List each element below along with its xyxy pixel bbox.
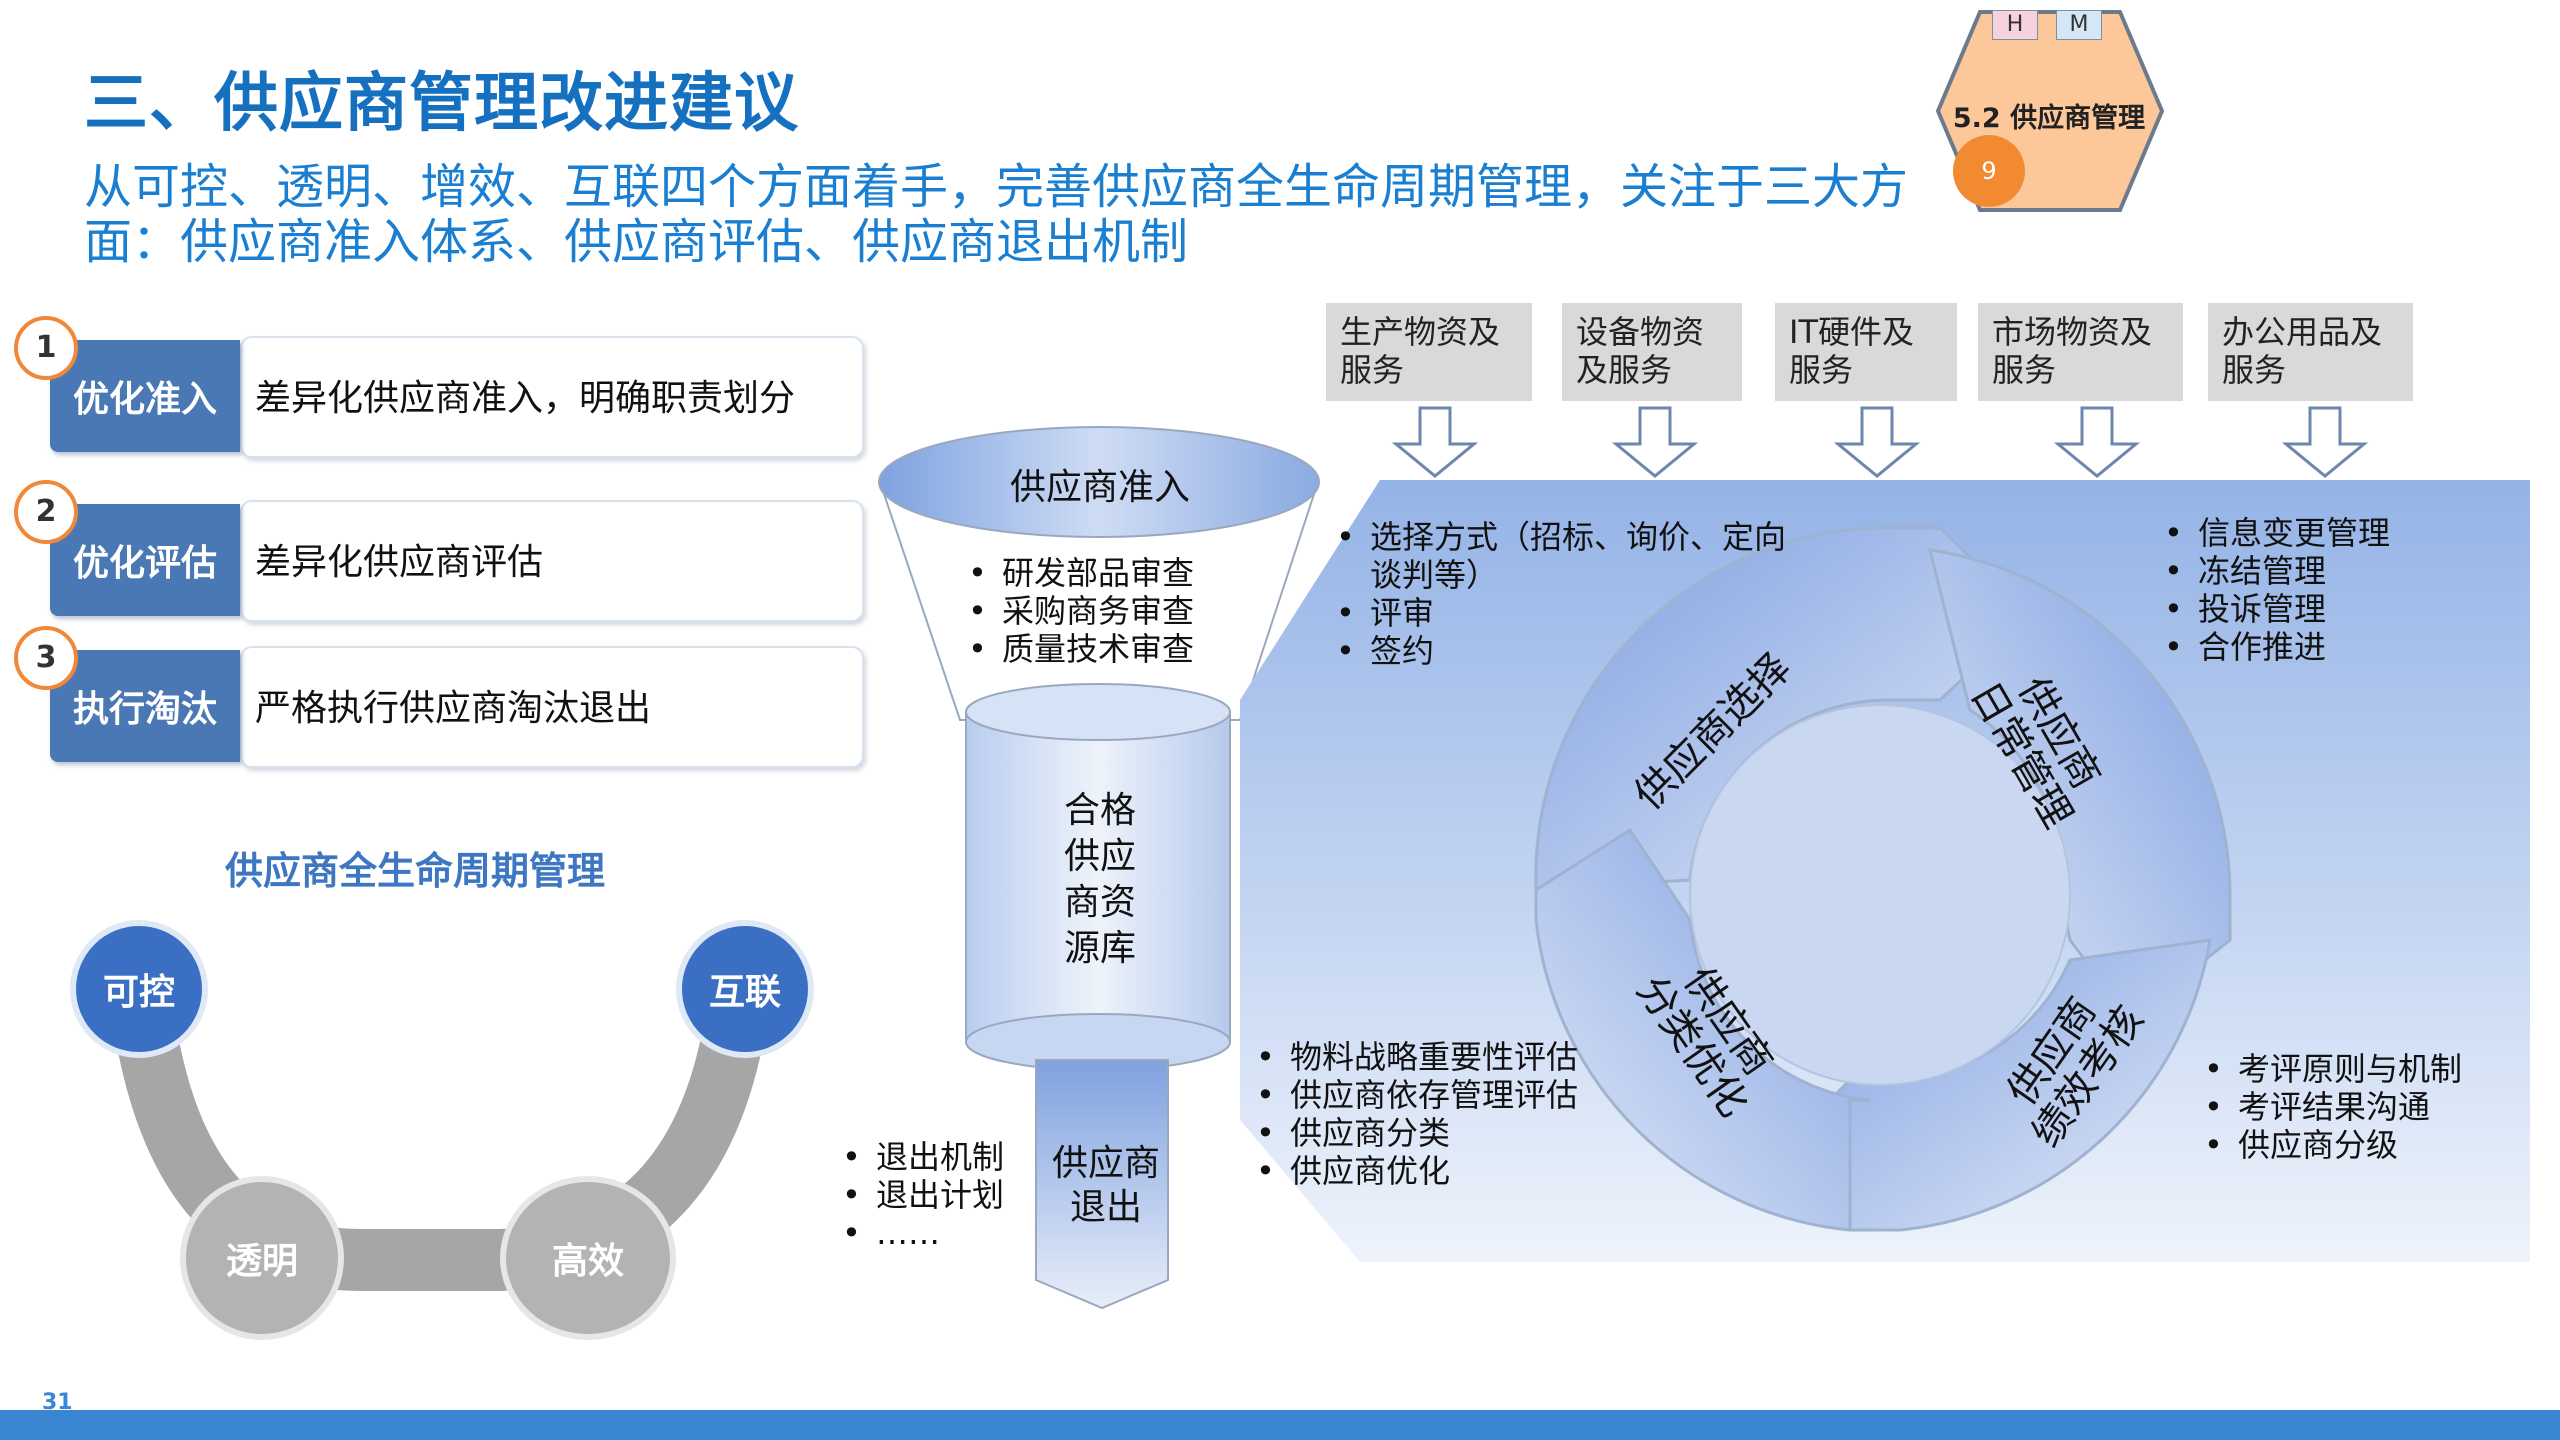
funnel-top-label: 供应商准入 [1009,467,1190,508]
category-equipment: 设备物资 及服务 [1562,303,1742,401]
category-line: 市场物资及 [1992,313,2153,351]
performance-bullet: 考评结果沟通 [2204,1088,2462,1126]
category-line: 办公用品及 [2222,313,2383,351]
category-line: 设备物资 [1576,313,1705,351]
category-line: IT硬件及 [1789,313,1914,351]
category-production: 生产物资及 服务 [1326,303,1532,401]
funnel-diagram [878,426,1320,1310]
pool-label-line: 供应 [1063,836,1136,877]
daily-bullets: 信息变更管理 冻结管理 投诉管理 合作推进 [2164,514,2390,666]
selection-bullet: 签约 [1336,632,1790,670]
exit-bullet: 退出计划 [842,1176,1004,1214]
category-line: 生产物资及 [1340,313,1501,351]
item-number: 1 [14,316,78,380]
classify-bullets: 物料战略重要性评估 供应商依存管理评估 供应商分类 供应商优化 [1256,1038,1578,1190]
performance-bullet: 供应商分级 [2204,1126,2462,1164]
item-number: 2 [14,480,78,544]
down-arrows [1391,406,2369,478]
item-text: 严格执行供应商淘汰退出 [255,688,652,729]
item-box [240,646,864,768]
lifecycle-title: 供应商全生命周期管理 [225,849,606,893]
daily-bullet: 合作推进 [2164,628,2390,666]
funnel-bullets: 研发部品审查 采购商务审查 质量技术审查 [968,554,1194,668]
item-number: 3 [14,626,78,690]
exit-label-line: 供应商 [1051,1143,1160,1184]
exit-bullet: 退出机制 [842,1138,1004,1176]
category-line: 服务 [1992,351,2057,389]
exit-bullet: …… [842,1214,1004,1252]
item-text: 差异化供应商准入，明确职责划分 [255,378,796,419]
selection-bullet: 评审 [1336,594,1790,632]
item-text: 差异化供应商评估 [255,542,544,583]
performance-bullet: 考评原则与机制 [2204,1050,2462,1088]
category-line: 服务 [1789,351,1854,389]
pool-label-line: 合格 [1063,790,1136,831]
funnel-bullet: 采购商务审查 [968,592,1194,630]
badge-title: 5.2 供应商管理 [1952,103,2146,134]
category-line: 服务 [1340,351,1405,389]
category-it-hardware: IT硬件及 服务 [1775,303,1957,401]
node-controllable: 可控 [70,920,208,1058]
classify-bullet: 供应商依存管理评估 [1256,1076,1578,1114]
selection-bullets: 选择方式（招标、询价、定向谈判等） 评审 签约 [1336,518,1790,670]
classify-bullet: 供应商优化 [1256,1152,1578,1190]
node-interconnect: 互联 [676,920,814,1058]
node-transparent: 透明 [180,1176,344,1340]
daily-bullet: 冻结管理 [2164,552,2390,590]
pool-label: 合格 供应 商资 源库 [1000,788,1200,972]
category-office: 办公用品及 服务 [2208,303,2413,401]
item-tab: 执行淘汰 [50,650,240,762]
pool-label-line: 商资 [1063,882,1136,923]
category-marketing: 市场物资及 服务 [1978,303,2183,401]
item-tab: 优化准入 [50,340,240,452]
funnel-bullet: 质量技术审查 [968,630,1194,668]
item-optimize-evaluation: 优化评估 差异化供应商评估 2 [14,480,865,622]
pool-label-line: 源库 [1063,928,1136,969]
classify-bullet: 物料战略重要性评估 [1256,1038,1578,1076]
badge-number: 9 [1953,135,2025,207]
exit-label: 供应商 退出 [1036,1142,1176,1230]
selection-bullet: 选择方式（招标、询价、定向谈判等） [1336,518,1790,594]
item-box [240,500,864,622]
page-subtitle: 从可控、透明、增效、互联四个方面着手，完善供应商全生命周期管理，关注于三大方面：… [84,159,1909,270]
item-box [240,336,864,458]
node-efficient: 高效 [500,1176,676,1340]
lifecycle-arc [109,959,771,1291]
category-line: 服务 [2222,351,2287,389]
badge-m-label: M [2056,10,2102,40]
page-title: 三、供应商管理改进建议 [84,67,799,141]
bottom-bar [0,1410,2560,1440]
funnel-bullet: 研发部品审查 [968,554,1194,592]
performance-bullets: 考评原则与机制 考评结果沟通 供应商分级 [2204,1050,2462,1164]
item-execute-elimination: 执行淘汰 严格执行供应商淘汰退出 3 [14,626,865,768]
item-optimize-admission: 优化准入 差异化供应商准入，明确职责划分 1 [14,316,865,458]
category-line: 及服务 [1576,351,1673,389]
item-tab: 优化评估 [50,504,240,616]
exit-bullets: 退出机制 退出计划 …… [842,1138,1004,1252]
exit-label-line: 退出 [1069,1187,1142,1228]
daily-bullet: 投诉管理 [2164,590,2390,628]
badge-h-label: H [1992,10,2038,40]
classify-bullet: 供应商分类 [1256,1114,1578,1152]
daily-bullet: 信息变更管理 [2164,514,2390,552]
